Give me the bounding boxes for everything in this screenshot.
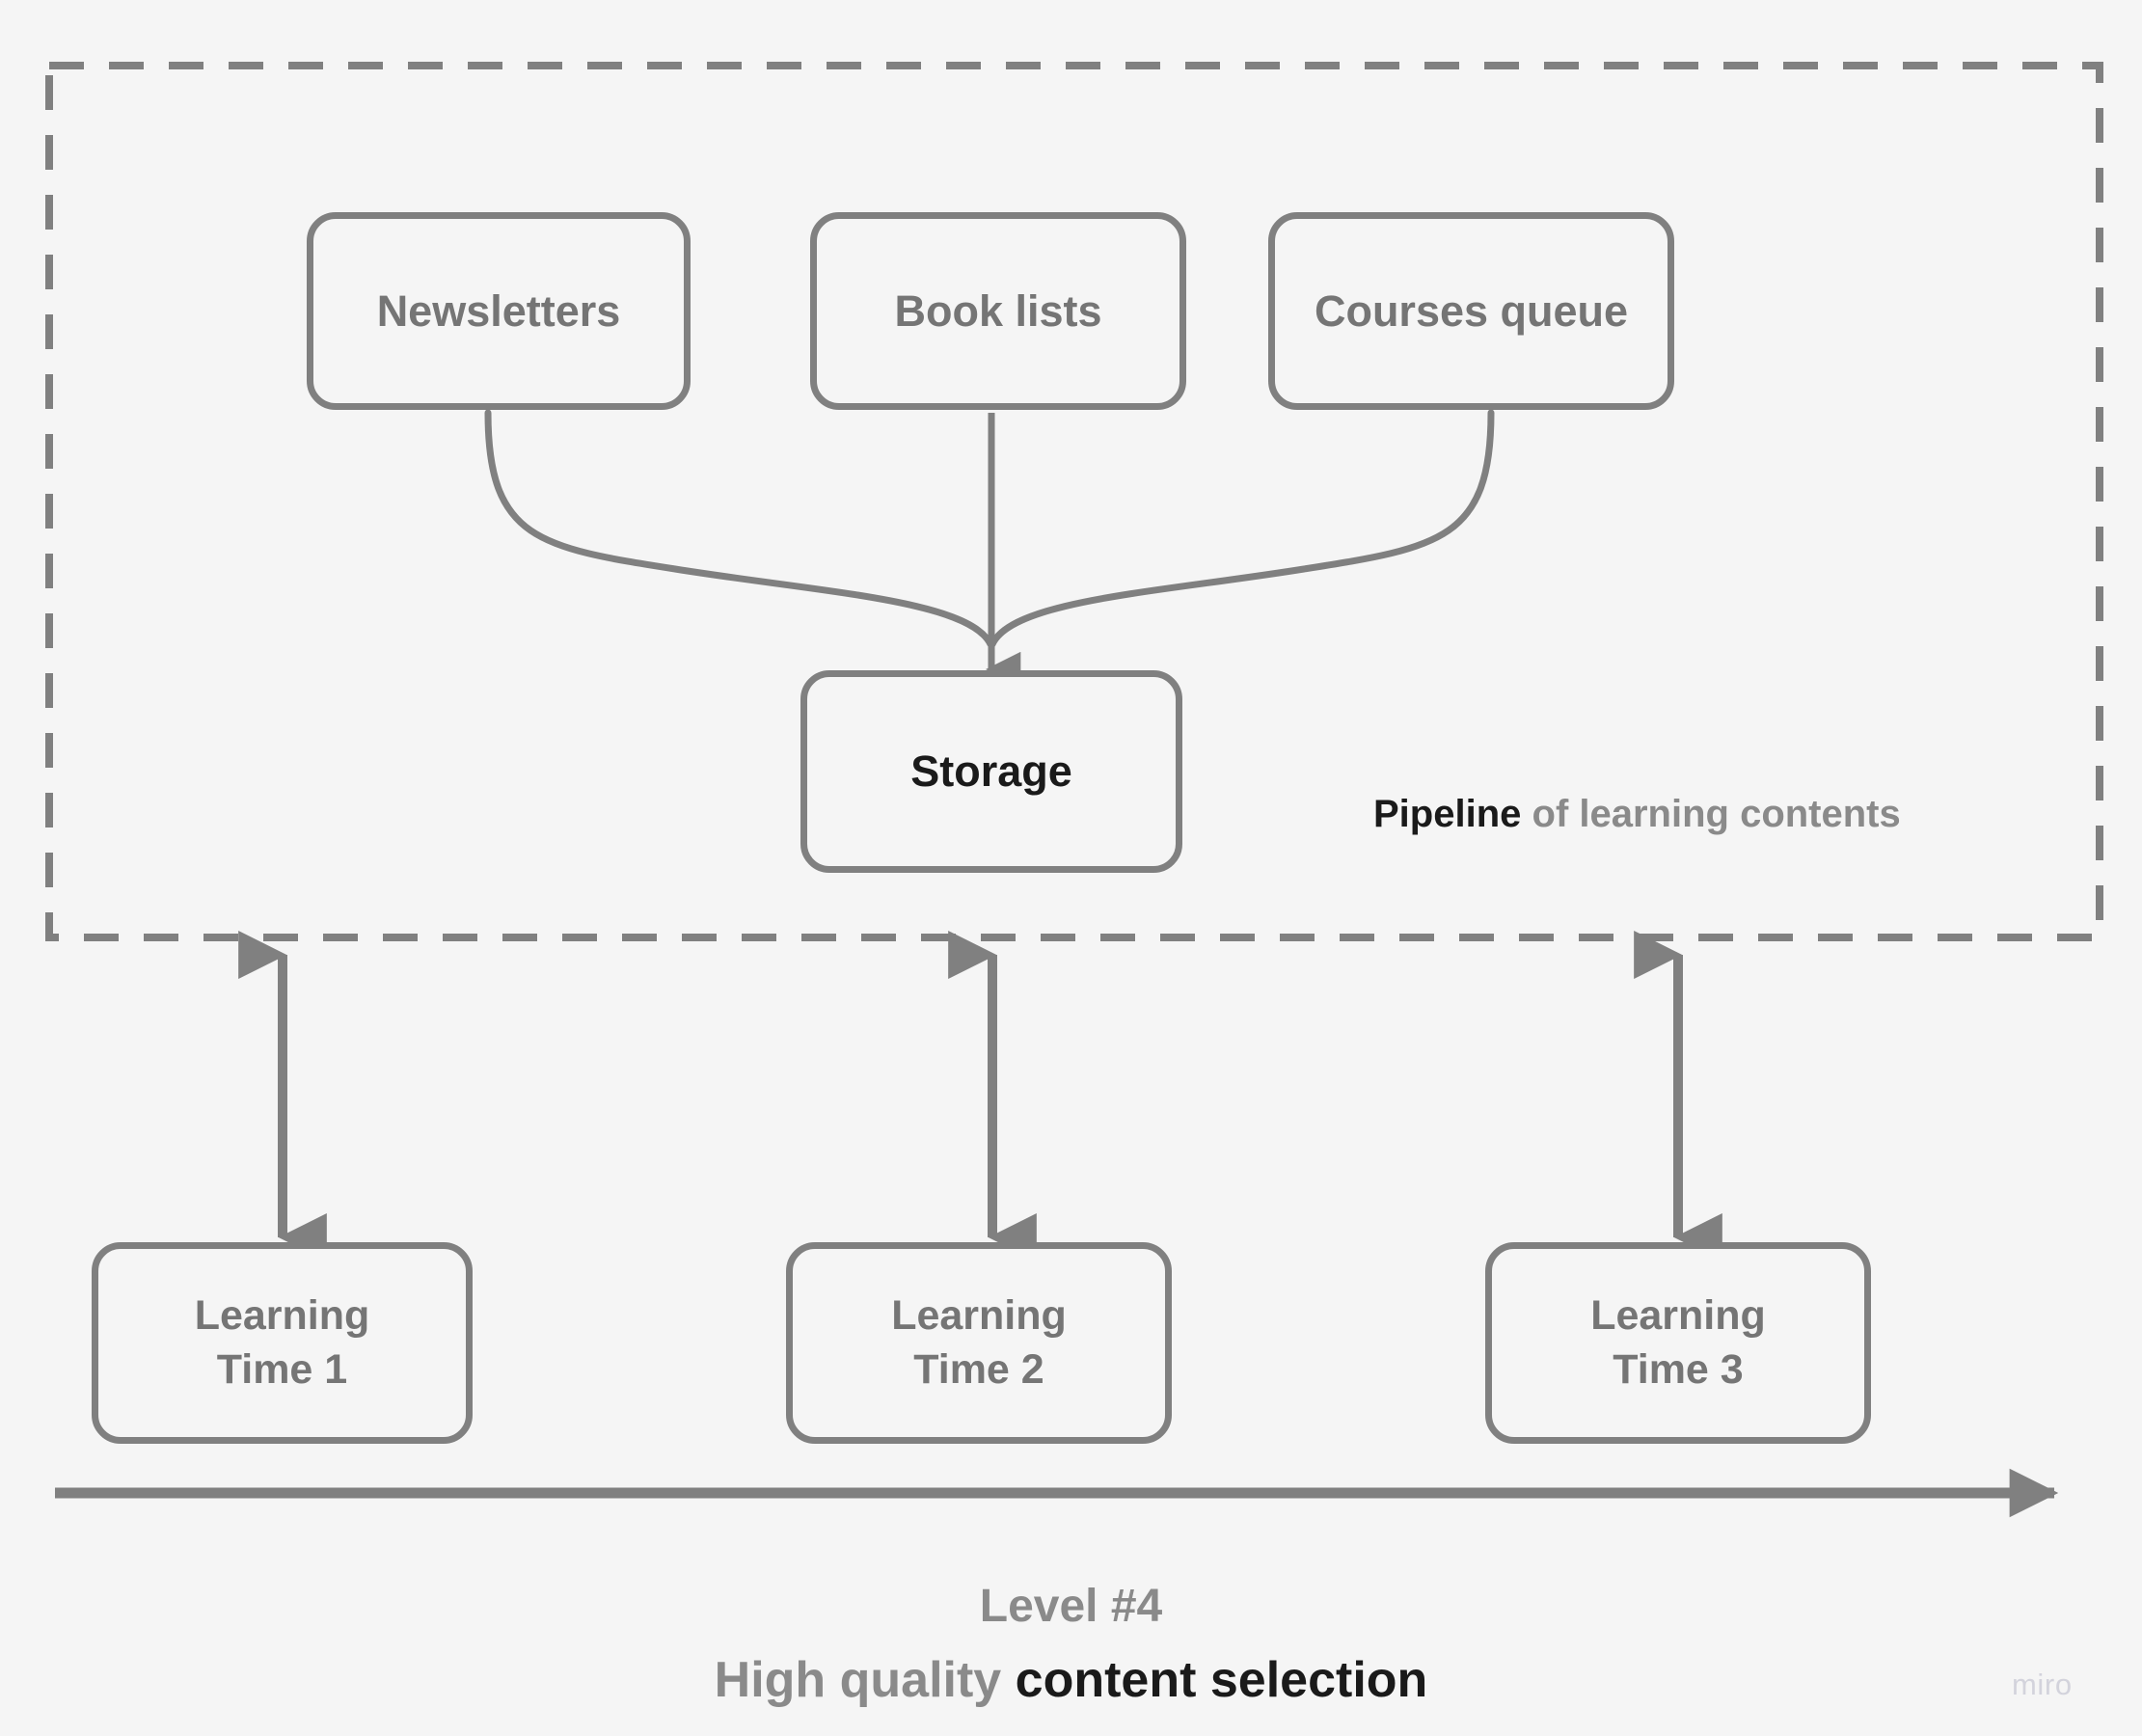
node-courses-queue[interactable]: Courses queue: [1268, 212, 1674, 410]
connector-courselist-to-storage: [989, 409, 1495, 648]
pipeline-caption-rest: of learning contents: [1521, 793, 1901, 835]
footer-level-label: Level #4: [979, 1581, 1163, 1632]
node-storage[interactable]: Storage: [800, 670, 1182, 873]
learning-time-1-line2: Time 1: [216, 1345, 348, 1393]
node-learning-time-2[interactable]: Learning Time 2: [786, 1242, 1172, 1444]
learning-time-1-line1: Learning: [194, 1292, 370, 1340]
footer-subtitle: High quality content selection: [0, 1651, 2142, 1709]
node-learning-time-3-label: Learning Time 3: [1590, 1289, 1766, 1396]
connector-newsletters-to-storage: [484, 409, 994, 648]
learning-time-3-line1: Learning: [1590, 1292, 1766, 1340]
footer-subtitle-lead: High quality: [714, 1652, 1016, 1708]
learning-time-3-line2: Time 3: [1613, 1345, 1744, 1393]
node-learning-time-3[interactable]: Learning Time 3: [1485, 1242, 1871, 1444]
miro-watermark: miro: [2012, 1668, 2073, 1701]
node-newsletters-label: Newsletters: [376, 285, 621, 336]
node-courses-queue-label: Courses queue: [1314, 285, 1629, 336]
learning-time-2-line2: Time 2: [913, 1345, 1044, 1393]
node-learning-time-1-label: Learning Time 1: [195, 1289, 370, 1396]
footer-subtitle-emphasis: content selection: [1015, 1652, 1428, 1708]
node-newsletters[interactable]: Newsletters: [307, 212, 691, 410]
pipeline-frame-caption: Pipeline of learning contents: [1373, 793, 1901, 836]
node-storage-label: Storage: [910, 746, 1072, 797]
pipeline-caption-lead: Pipeline: [1373, 793, 1522, 835]
node-learning-time-2-label: Learning Time 2: [891, 1289, 1067, 1396]
node-book-lists[interactable]: Book lists: [810, 212, 1186, 410]
node-book-lists-label: Book lists: [894, 285, 1102, 336]
learning-time-2-line1: Learning: [891, 1292, 1067, 1340]
node-learning-time-1[interactable]: Learning Time 1: [92, 1242, 473, 1444]
